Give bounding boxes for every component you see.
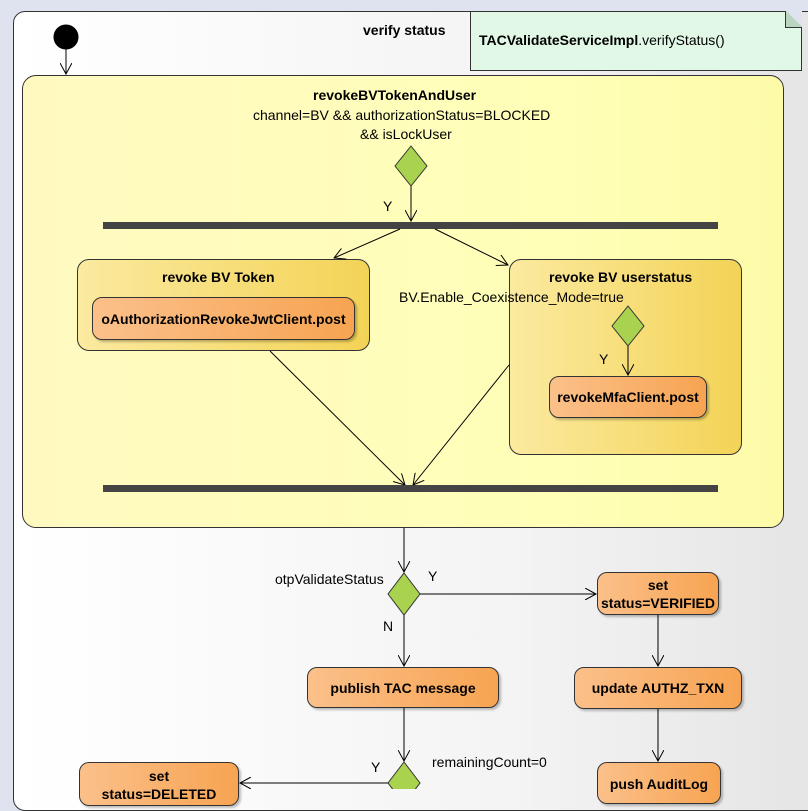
note: TACValidateServiceImpl.verifyStatus() <box>470 11 802 71</box>
decision1-label: otpValidateStatus <box>275 571 384 587</box>
update-authz-action[interactable]: update AUTHZ_TXN <box>574 667 742 709</box>
diagram-edges <box>53 24 718 789</box>
publish-tac-action[interactable]: publish TAC message <box>307 667 499 708</box>
decision-otp-validate[interactable] <box>387 572 421 616</box>
revoke-mfa-action[interactable]: revokeMfaClient.post <box>549 376 707 418</box>
region-guard-1: channel=BV && authorizationStatus=BLOCKE… <box>253 107 551 123</box>
fork-bar <box>103 222 718 229</box>
revoke-bv-userstatus-title: revoke BV userstatus <box>549 269 693 285</box>
set-verified-line1: set <box>647 576 669 593</box>
revoke-jwt-action[interactable]: oAuthorizationRevokeJwtClient.post <box>92 297 355 340</box>
region-yes-label: Y <box>383 198 393 214</box>
note-class: TACValidateServiceImpl <box>479 32 639 48</box>
coexistence-yes-label: Y <box>599 351 609 367</box>
set-deleted-line1: set <box>148 768 170 784</box>
decision2-label: remainingCount=0 <box>432 754 547 770</box>
note-method: .verifyStatus() <box>638 32 725 48</box>
decision-lock-user[interactable] <box>394 145 428 187</box>
region-title: revokeBVTokenAndUser <box>313 87 477 103</box>
edge-token-join <box>269 350 405 485</box>
decision1-yes-label: Y <box>428 568 438 584</box>
decision-remaining-count[interactable] <box>387 761 421 789</box>
edge-user-join <box>413 364 510 485</box>
edge-fork-token <box>334 228 401 258</box>
frame-title: verify status <box>363 22 446 38</box>
decision-coexistence[interactable] <box>611 305 645 347</box>
revoke-bv-userstatus-node[interactable] <box>509 259 742 455</box>
decision2-yes-label: Y <box>371 759 381 775</box>
set-verified-line2: status=VERIFIED <box>601 594 715 611</box>
edge-fork-user <box>434 228 508 265</box>
decision1-no-label: N <box>383 618 394 634</box>
revoke-bv-token-title: revoke BV Token <box>162 269 275 285</box>
join-bar <box>103 485 718 492</box>
initial-node <box>53 24 79 50</box>
coexistence-guard: BV.Enable_Coexistence_Mode=true <box>399 289 624 305</box>
region-guard-2: && isLockUser <box>360 126 452 142</box>
